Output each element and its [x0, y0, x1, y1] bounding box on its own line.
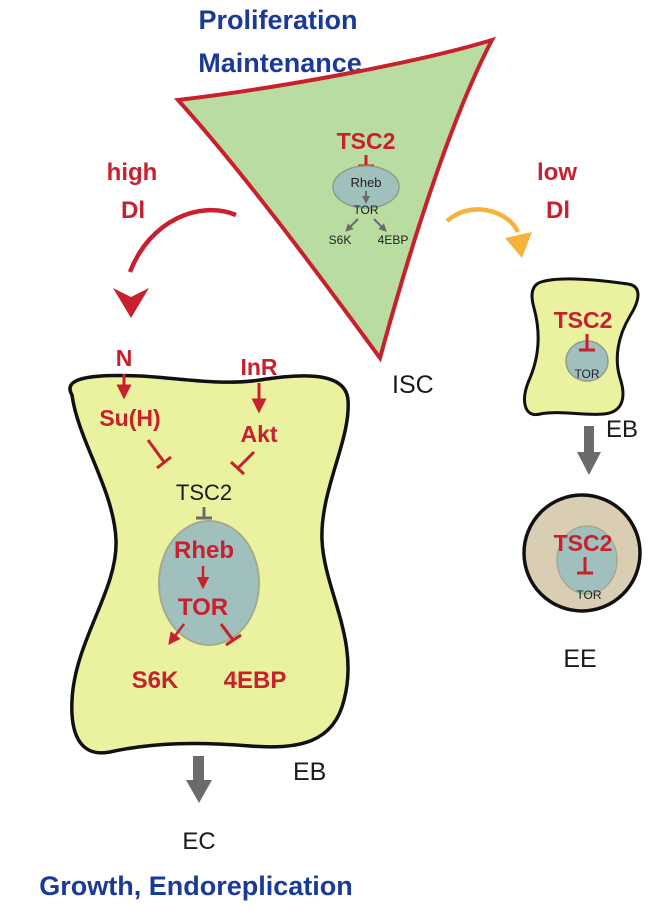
eb-rheb-label: Rheb — [174, 537, 234, 564]
high-dl-arrow-head — [113, 288, 149, 318]
ec-label: EC — [182, 828, 215, 855]
suh-inhibit-stem — [146, 439, 166, 463]
high-dl-line1: high — [107, 159, 158, 186]
eb-n-label: N — [116, 345, 133, 371]
akt-inhibit-stem — [236, 450, 256, 470]
eb-small-tor-label: TOR — [574, 367, 599, 381]
tor-inhibit-4ebp-bar — [225, 633, 242, 647]
ee-tor-label: TOR — [576, 588, 601, 602]
low-dl-arrow-shaft — [445, 207, 521, 234]
isc-tor-s6k-arrow — [345, 218, 359, 232]
isc-tsc2-label: TSC2 — [337, 128, 396, 154]
tor-to-s6k-arrow — [168, 623, 185, 645]
high-dl-arrow-shaft — [127, 207, 237, 273]
eb-to-ec-arrow-shaft — [193, 756, 204, 782]
eb-to-ee-arrow-head — [577, 452, 601, 475]
eb-large-label: EB — [293, 758, 326, 786]
eb-akt-label: Akt — [240, 421, 277, 447]
eb-inr-label: InR — [240, 354, 277, 380]
ee-label: EE — [563, 645, 596, 673]
title-maintenance: Maintenance — [198, 48, 362, 78]
isc-nucleus — [332, 165, 400, 209]
isc-s6k-label: S6K — [329, 233, 352, 247]
low-dl-line1: low — [537, 159, 577, 186]
suh-inhibit-bar — [156, 455, 172, 470]
eb-small-label: EB — [606, 416, 638, 443]
high-dl-line2: Dl — [121, 197, 145, 224]
isc-cell — [173, 36, 497, 363]
low-dl-arrow-head — [505, 232, 532, 258]
isc-tor-4ebp-arrow — [373, 218, 387, 232]
eb-to-ee-arrow-shaft — [584, 426, 594, 454]
eb-small-tsc2-label: TSC2 — [554, 307, 613, 333]
low-dl-line2: Dl — [546, 197, 570, 224]
title-growth-endoreplication: Growth, Endoreplication — [39, 871, 353, 901]
eb-suh-label: Su(H) — [99, 405, 160, 431]
ee-nucleus — [556, 525, 618, 595]
isc-label: ISC — [392, 371, 434, 399]
isc-4ebp-label: 4EBP — [378, 233, 409, 247]
eb-s6k-label: S6K — [132, 667, 179, 694]
eb-to-ec-arrow-head — [186, 780, 212, 803]
tor-inhibit-4ebp-stem — [219, 623, 235, 641]
ee-tsc2-label: TSC2 — [554, 530, 613, 556]
title-proliferation: Proliferation — [198, 5, 357, 35]
isc-tor-label: TOR — [353, 203, 378, 217]
eb-tor-label: TOR — [178, 594, 228, 621]
isc-rheb-label: Rheb — [350, 175, 381, 190]
eb-tsc2-label: TSC2 — [176, 480, 232, 505]
eb-4ebp-label: 4EBP — [224, 667, 287, 694]
akt-inhibit-bar — [229, 460, 246, 476]
